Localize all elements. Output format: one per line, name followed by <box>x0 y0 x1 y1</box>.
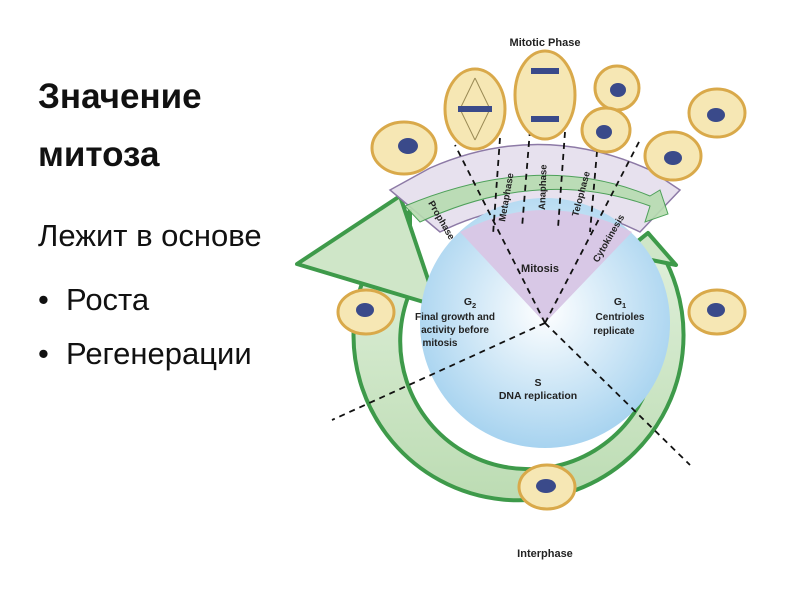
mitosis-arrow <box>404 174 669 223</box>
cell-anaphase <box>513 49 577 141</box>
stage-label-anaphase: Anaphase <box>537 164 550 210</box>
g2-title: G <box>464 296 472 308</box>
title-line-2: митоза <box>38 135 160 174</box>
phase-dividers <box>331 129 691 466</box>
mitosis-label: Mitosis <box>521 263 559 275</box>
bullet-list: • Роста • Регенерации <box>38 278 252 386</box>
bullet-item: • Роста <box>38 278 252 332</box>
left-arrow-head <box>295 194 439 308</box>
lead-text: Лежит в основе <box>38 218 262 253</box>
mitosis-wedge <box>460 210 632 323</box>
g2-label: G2 Final growth and activity before mito… <box>415 296 495 349</box>
interphase-label: Interphase <box>517 548 573 560</box>
g1-label: G1 Centrioles replicate <box>593 296 644 337</box>
bullet-text: Регенерации <box>66 336 252 371</box>
g1-title: G <box>614 296 622 308</box>
g2-subscript: 2 <box>472 301 476 310</box>
cell-cytokinesis <box>643 87 747 182</box>
cell-interphase-right <box>687 288 747 336</box>
g2-text-line: mitosis <box>422 338 457 349</box>
s-label: S DNA replication <box>499 377 577 402</box>
s-title: S <box>534 377 541 389</box>
title-line-1: Значение <box>38 77 202 116</box>
g2-text-line: activity before <box>421 325 489 336</box>
g1-text-line: Centrioles <box>596 312 645 323</box>
bullet-dot: • <box>38 336 49 371</box>
mitotic-phase-label: Mitotic Phase <box>510 37 581 49</box>
cell-prophase <box>370 120 438 176</box>
cell-interphase-left <box>336 288 396 336</box>
cell-metaphase <box>443 67 507 151</box>
cell-interphase-bottom <box>517 463 577 511</box>
svg-text:G2: G2 <box>464 296 476 310</box>
bullet-text: Роста <box>66 282 150 317</box>
cell-telophase <box>580 64 641 154</box>
bullet-item: • Регенерации <box>38 332 252 386</box>
cell-images <box>336 49 747 511</box>
g1-text-line: replicate <box>593 326 635 337</box>
s-text: DNA replication <box>499 390 577 402</box>
g1-subscript: 1 <box>622 301 626 310</box>
bullet-dot: • <box>38 282 49 317</box>
g2-text-line: Final growth and <box>415 312 495 323</box>
slide-title: Значение митоза <box>38 68 202 184</box>
svg-text:G1: G1 <box>614 296 626 310</box>
